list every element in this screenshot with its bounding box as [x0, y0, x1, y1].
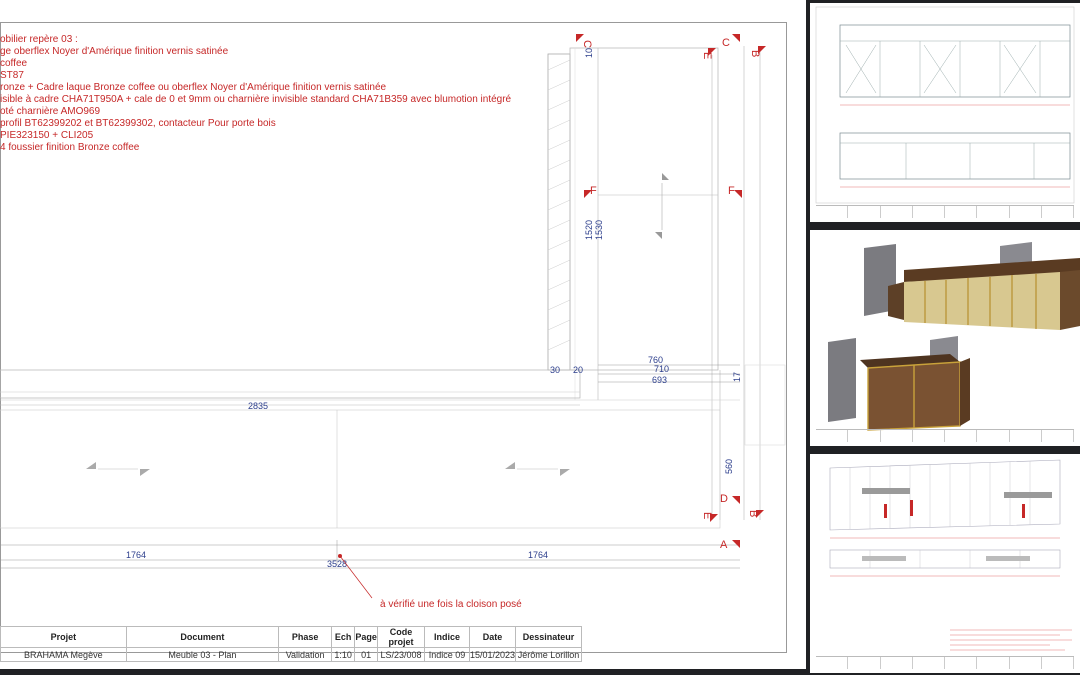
elevation-thumbnail-titleblock — [816, 205, 1074, 218]
dim-760: 760 — [648, 355, 663, 365]
tb-value-indice: Indice 09 — [424, 647, 470, 662]
dim-710: 710 — [654, 364, 669, 374]
note-line: PIE323150 + CLI205 — [0, 130, 94, 141]
3d-render-thumbnail[interactable] — [810, 230, 1080, 446]
dim-30: 30 — [550, 365, 560, 375]
section-label-c-right: C — [722, 37, 730, 49]
title-block: Projet Document Phase Ech Page Code proj… — [0, 626, 582, 662]
section-label-b-top: B — [749, 50, 761, 57]
tb-value-page: 01 — [354, 647, 379, 662]
tb-value-ech: 1:10 — [331, 647, 356, 662]
dim-2835: 2835 — [248, 401, 268, 411]
dim-3528: 3528 — [327, 559, 347, 569]
material-notes: obilier repère 03 : ge oberflex Noyer d'… — [0, 34, 511, 154]
3d-render-drawing — [828, 242, 1080, 431]
drawing-sheet: C C E B F F D E B A 10 1520 1530 760 710… — [0, 0, 806, 669]
note-line: obilier repère 03 : — [0, 34, 78, 45]
wall-elevation-thumbnail[interactable] — [810, 454, 1080, 673]
section-label-f-right: F — [728, 185, 735, 197]
elevation-thumbnail[interactable] — [810, 3, 1080, 222]
tb-value-dessinateur: Jérôme Lorillon — [515, 647, 582, 662]
section-label-f-left: F — [590, 185, 597, 197]
tb-header-code: Code projet — [377, 626, 426, 648]
section-label-c-left: C — [581, 40, 593, 48]
tb-header-indice: Indice — [424, 626, 470, 648]
dim-693: 693 — [652, 375, 667, 385]
tb-header-date: Date — [468, 626, 517, 648]
tb-value-projet: BRAHAMA Megève — [0, 647, 127, 662]
dim-1530: 1530 — [594, 220, 604, 240]
tb-header-ech: Ech — [331, 626, 356, 648]
section-label-a: A — [720, 539, 728, 551]
dim-1764-right: 1764 — [528, 550, 548, 560]
note-line: profil BT62399202 et BT62399302, contact… — [0, 118, 276, 129]
note-line: coffee — [0, 58, 28, 69]
tb-header-document: Document — [125, 626, 280, 648]
annotation-note: à vérifié une fois la cloison posé — [380, 599, 522, 610]
dim-560: 560 — [724, 459, 734, 474]
note-line: oté charnière AMO969 — [0, 106, 101, 117]
3d-render-titleblock — [816, 429, 1074, 442]
note-line: isible à cadre CHA71T950A + cale de 0 et… — [0, 94, 512, 105]
dim-10: 10 — [584, 48, 594, 58]
section-label-e-bottom: E — [701, 512, 713, 519]
dim-1520: 1520 — [584, 220, 594, 240]
note-line: ronze + Cadre laque Bronze coffee ou obe… — [0, 82, 387, 93]
dim-17: 17 — [732, 372, 742, 382]
tb-header-projet: Projet — [0, 626, 127, 648]
wall-elevation-titleblock — [816, 656, 1074, 669]
section-label-d: D — [720, 493, 728, 505]
tb-value-date: 15/01/2023 — [468, 647, 517, 662]
elevation-thumbnail-drawing — [815, 6, 1075, 204]
note-line: 4 foussier finition Bronze coffee — [0, 142, 140, 153]
plan-drawing: C C E B F F D E B A 10 1520 1530 760 710… — [0, 22, 787, 653]
tb-header-dessinateur: Dessinateur — [515, 626, 582, 648]
tb-header-page: Page — [354, 626, 379, 648]
tb-header-phase: Phase — [278, 626, 333, 648]
wall-elevation-drawing — [829, 459, 1072, 651]
tb-value-phase: Validation — [278, 647, 333, 662]
section-label-b-bottom: B — [747, 510, 759, 517]
dim-20: 20 — [573, 365, 583, 375]
note-line: ST87 — [0, 70, 24, 81]
tb-value-code: LS/23/008 — [377, 647, 426, 662]
section-label-e-top: E — [701, 52, 713, 59]
dim-1764-left: 1764 — [126, 550, 146, 560]
tb-value-document: Meuble 03 - Plan — [125, 647, 280, 662]
note-line: ge oberflex Noyer d'Amérique finition ve… — [0, 46, 229, 57]
